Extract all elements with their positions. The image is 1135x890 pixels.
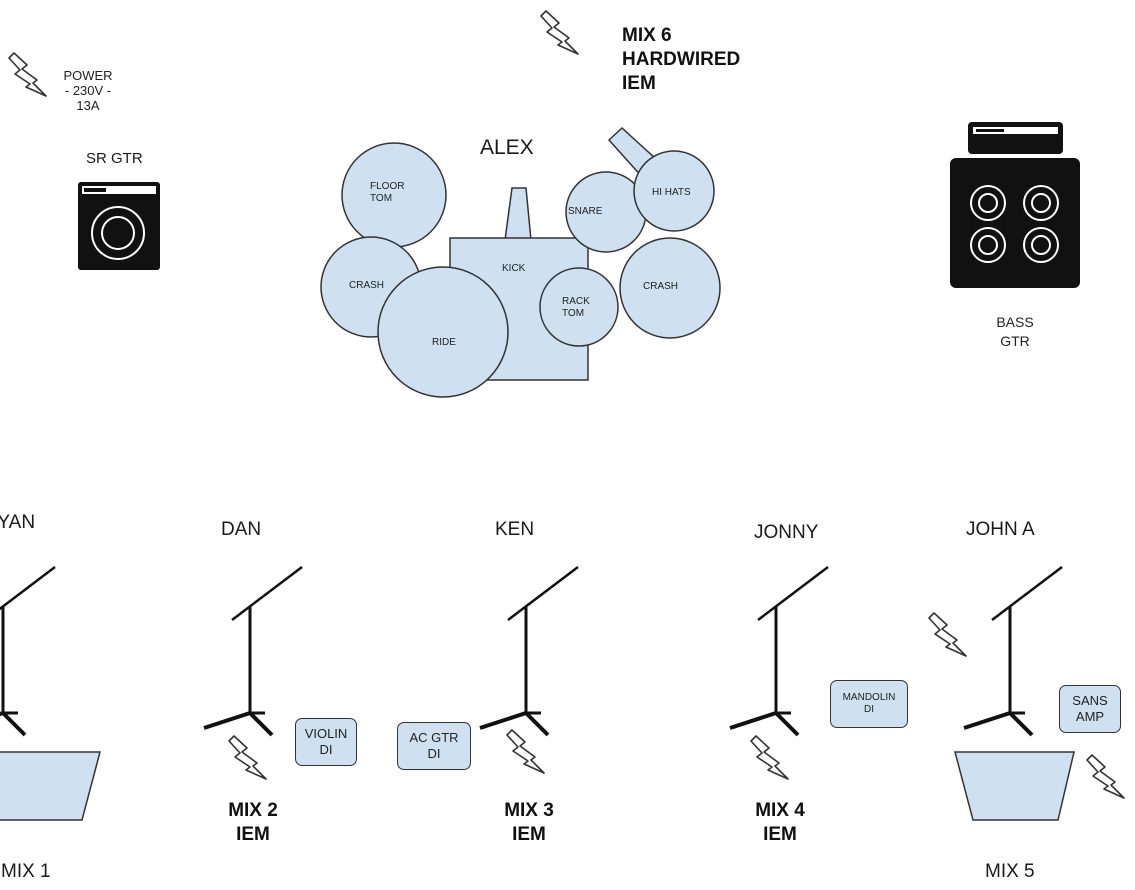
mix2-label: MIX 2 IEM (221, 799, 285, 847)
performer-jonny: JONNY (754, 522, 819, 543)
crash-right (619, 237, 721, 339)
mic-stand-ryan (0, 565, 57, 737)
rack-tom (539, 267, 619, 347)
mandolin-di-line2: DI (864, 704, 874, 715)
power-bolt-icon (8, 52, 47, 97)
bass-gtr-label-line2: GTR (1000, 333, 1030, 349)
mix3-label: MIX 3 IEM (497, 799, 561, 847)
mix3-bolt-icon (506, 729, 545, 774)
crash-right-label: CRASH (643, 281, 679, 292)
power-label-line2: - 230V - (64, 83, 112, 98)
mix3-label-line1: MIX 3 (504, 800, 554, 821)
mix4-label-line1: MIX 4 (755, 800, 805, 821)
mix4-label-line2: IEM (763, 824, 797, 845)
mix6-label-line1: MIX 6 (622, 25, 672, 46)
mic-stand-dan (202, 565, 304, 737)
power-label-line1: POWER (63, 68, 113, 83)
mix2-label-line2: IEM (236, 824, 270, 845)
wedge-monitor-mix5 (954, 751, 1075, 821)
performer-ken: KEN (495, 519, 535, 540)
drum-throne (504, 187, 532, 241)
kick-label: KICK (502, 263, 526, 274)
rack-tom-label-line1: RACK (562, 296, 590, 307)
floor-tom-label-line1: FLOOR (370, 181, 405, 192)
ride-cymbal (377, 266, 509, 398)
bass-gtr-amp (950, 122, 1080, 288)
bass-gtr-label-line1: BASS (996, 314, 1034, 330)
mix6-label-line3: IEM (622, 73, 656, 94)
floor-tom-label-line2: TOM (370, 193, 393, 204)
ac-gtr-di-box: AC GTR DI (397, 722, 471, 770)
mix6-label-line2: HARDWIRED (622, 49, 741, 70)
john-a-bolt-icon (928, 612, 967, 657)
mandolin-di-box: MANDOLIN DI (830, 680, 908, 728)
sr-gtr-amp (78, 182, 160, 270)
mix5-label: MIX 5 (985, 861, 1035, 882)
mic-stand-ken (478, 565, 580, 737)
power-label: POWER - 230V - 13A (48, 68, 128, 113)
performer-ryan: RYAN (0, 512, 36, 533)
violin-di-box: VIOLIN DI (295, 718, 357, 766)
mix5-bolt-icon (1086, 754, 1125, 799)
rack-tom-label: RACK TOM (562, 296, 590, 320)
mix3-label-line2: IEM (512, 824, 546, 845)
mix2-bolt-icon (228, 735, 267, 780)
mix1-label: MIX 1 (1, 861, 51, 882)
hi-hats (633, 150, 715, 232)
crash-left-label: CRASH (349, 280, 385, 291)
wedge-monitor-mix1 (0, 751, 101, 821)
mandolin-di-line1: MANDOLIN (842, 692, 896, 703)
floor-tom-label: FLOOR TOM (370, 181, 404, 205)
sans-amp-line1: SANS (1072, 693, 1108, 708)
mix6-label: MIX 6 HARDWIRED IEM (622, 24, 740, 96)
bass-gtr-label: BASS GTR (985, 313, 1045, 351)
mic-stand-john-a (962, 565, 1064, 737)
rack-tom-label-line2: TOM (562, 308, 585, 319)
violin-di-line1: VIOLIN (304, 726, 348, 741)
mix4-label: MIX 4 IEM (748, 799, 812, 847)
violin-di-line2: DI (319, 742, 333, 757)
mix2-label-line1: MIX 2 (228, 800, 278, 821)
snare-label: SNARE (568, 206, 603, 217)
mix4-bolt-icon (750, 735, 789, 780)
ride-label: RIDE (432, 337, 456, 348)
sr-gtr-label: SR GTR (86, 150, 143, 167)
performer-dan: DAN (221, 519, 262, 540)
mix6-bolt-icon (540, 10, 579, 55)
ac-gtr-di-line1: AC GTR (409, 730, 459, 745)
ac-gtr-di-line2: DI (427, 746, 441, 761)
power-label-line3: 13A (76, 98, 100, 113)
drummer-name: ALEX (480, 136, 534, 159)
mic-stand-jonny (728, 565, 830, 737)
sans-amp-box: SANS AMP (1059, 685, 1121, 733)
drum-kit (320, 126, 721, 398)
sans-amp-line2: AMP (1075, 709, 1105, 724)
hi-hats-label: HI HATS (652, 187, 691, 198)
performer-john-a: JOHN A (966, 519, 1035, 540)
